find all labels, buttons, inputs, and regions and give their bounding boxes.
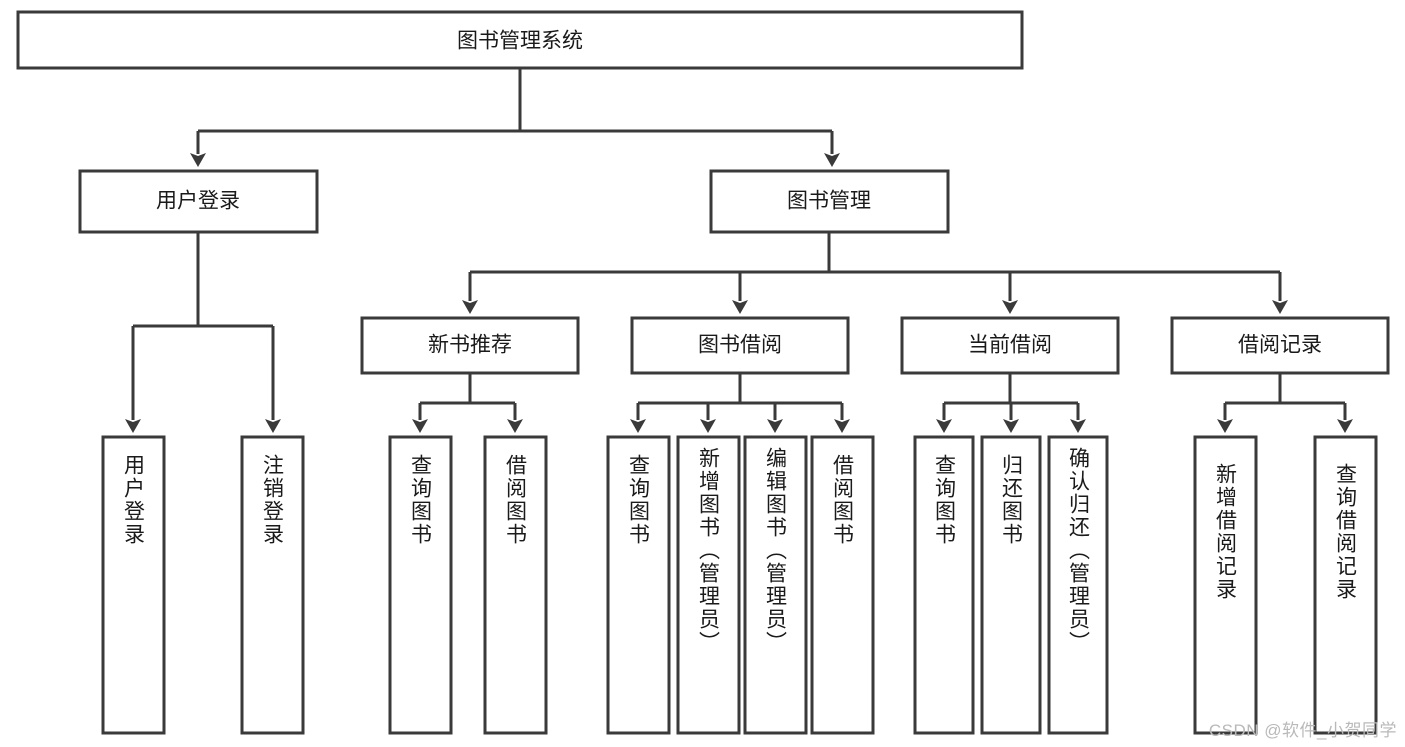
leaf-borrow-book-1[interactable]: 借阅图书 bbox=[483, 435, 548, 735]
leaf-confirm-return-label: 确认归还（管理员） bbox=[1067, 447, 1091, 654]
leaf-add-record[interactable]: 新增借阅记录 bbox=[1193, 435, 1258, 735]
node-current-borrow[interactable]: 当前借阅 bbox=[900, 316, 1120, 375]
leaf-query-book-2-label: 查询图书 bbox=[627, 454, 651, 546]
node-book-borrow-label: 图书借阅 bbox=[698, 334, 782, 357]
leaf-add-book-box[interactable] bbox=[676, 435, 741, 735]
node-book-manage[interactable]: 图书管理 bbox=[709, 169, 950, 234]
leaf-query-book-1-box[interactable] bbox=[388, 435, 453, 735]
node-borrow-record-box[interactable] bbox=[1170, 316, 1390, 375]
leaf-return-book-box[interactable] bbox=[980, 435, 1042, 735]
node-current-borrow-box[interactable] bbox=[900, 316, 1120, 375]
node-borrow-record-label: 借阅记录 bbox=[1238, 334, 1322, 357]
leaf-borrow-book-2-box[interactable] bbox=[810, 435, 875, 735]
leaf-query-book-3-box[interactable] bbox=[913, 435, 975, 735]
leaf-edit-book-label: 编辑图书（管理员） bbox=[764, 447, 788, 654]
leaf-query-record[interactable]: 查询借阅记录 bbox=[1313, 435, 1378, 735]
node-book-manage-label: 图书管理 bbox=[787, 190, 871, 213]
node-root-box[interactable] bbox=[16, 10, 1024, 70]
leaf-confirm-return-box[interactable] bbox=[1047, 435, 1109, 735]
node-root-label: 图书管理系统 bbox=[457, 30, 583, 53]
leaf-logout-box[interactable] bbox=[240, 435, 305, 735]
leaf-confirm-return[interactable]: 确认归还（管理员） bbox=[1047, 435, 1109, 735]
leaf-query-book-3[interactable]: 查询图书 bbox=[913, 435, 975, 735]
leaf-query-book-3-label: 查询图书 bbox=[933, 454, 957, 546]
leaf-logout[interactable]: 注销登录 bbox=[240, 435, 305, 735]
leaf-query-record-label: 查询借阅记录 bbox=[1334, 463, 1358, 601]
node-book-manage-box[interactable] bbox=[709, 169, 950, 234]
leaf-borrow-book-2[interactable]: 借阅图书 bbox=[810, 435, 875, 735]
node-new-book-rec-label: 新书推荐 bbox=[428, 334, 512, 357]
leaf-edit-book-box[interactable] bbox=[743, 435, 808, 735]
leaf-query-book-2-box[interactable] bbox=[606, 435, 671, 735]
node-root[interactable]: 图书管理系统 bbox=[16, 10, 1024, 70]
leaf-user-login-label: 用户登录 bbox=[122, 454, 146, 546]
leaf-borrow-book-2-label: 借阅图书 bbox=[831, 454, 855, 546]
node-new-book-rec-box[interactable] bbox=[360, 316, 580, 375]
leaf-add-record-box[interactable] bbox=[1193, 435, 1258, 735]
leaf-add-record-label: 新增借阅记录 bbox=[1214, 463, 1238, 601]
leaf-edit-book[interactable]: 编辑图书（管理员） bbox=[743, 435, 808, 735]
node-new-book-rec[interactable]: 新书推荐 bbox=[360, 316, 580, 375]
leaf-query-book-1[interactable]: 查询图书 bbox=[388, 435, 453, 735]
leaf-query-record-box[interactable] bbox=[1313, 435, 1378, 735]
leaf-borrow-book-1-box[interactable] bbox=[483, 435, 548, 735]
leaf-user-login-box[interactable] bbox=[101, 435, 166, 735]
leaf-borrow-book-1-label: 借阅图书 bbox=[504, 454, 528, 546]
leaf-user-login[interactable]: 用户登录 bbox=[101, 435, 166, 735]
node-user-login[interactable]: 用户登录 bbox=[78, 169, 319, 234]
leaf-query-book-2[interactable]: 查询图书 bbox=[606, 435, 671, 735]
leaf-add-book[interactable]: 新增图书（管理员） bbox=[676, 435, 741, 735]
leaf-return-book-label: 归还图书 bbox=[1000, 454, 1024, 546]
csdn-watermark: CSDN @软件_小贺同学 bbox=[1208, 721, 1397, 740]
leaf-query-book-1-label: 查询图书 bbox=[409, 454, 433, 546]
leaf-add-book-label: 新增图书（管理员） bbox=[697, 447, 721, 654]
leaf-logout-label: 注销登录 bbox=[261, 454, 285, 546]
node-book-borrow[interactable]: 图书借阅 bbox=[630, 316, 850, 375]
node-borrow-record[interactable]: 借阅记录 bbox=[1170, 316, 1390, 375]
connectors-layer bbox=[125, 68, 1353, 433]
node-user-login-box[interactable] bbox=[78, 169, 319, 234]
leaf-return-book[interactable]: 归还图书 bbox=[980, 435, 1042, 735]
node-user-login-label: 用户登录 bbox=[156, 190, 240, 213]
node-current-borrow-label: 当前借阅 bbox=[968, 334, 1052, 357]
node-book-borrow-box[interactable] bbox=[630, 316, 850, 375]
